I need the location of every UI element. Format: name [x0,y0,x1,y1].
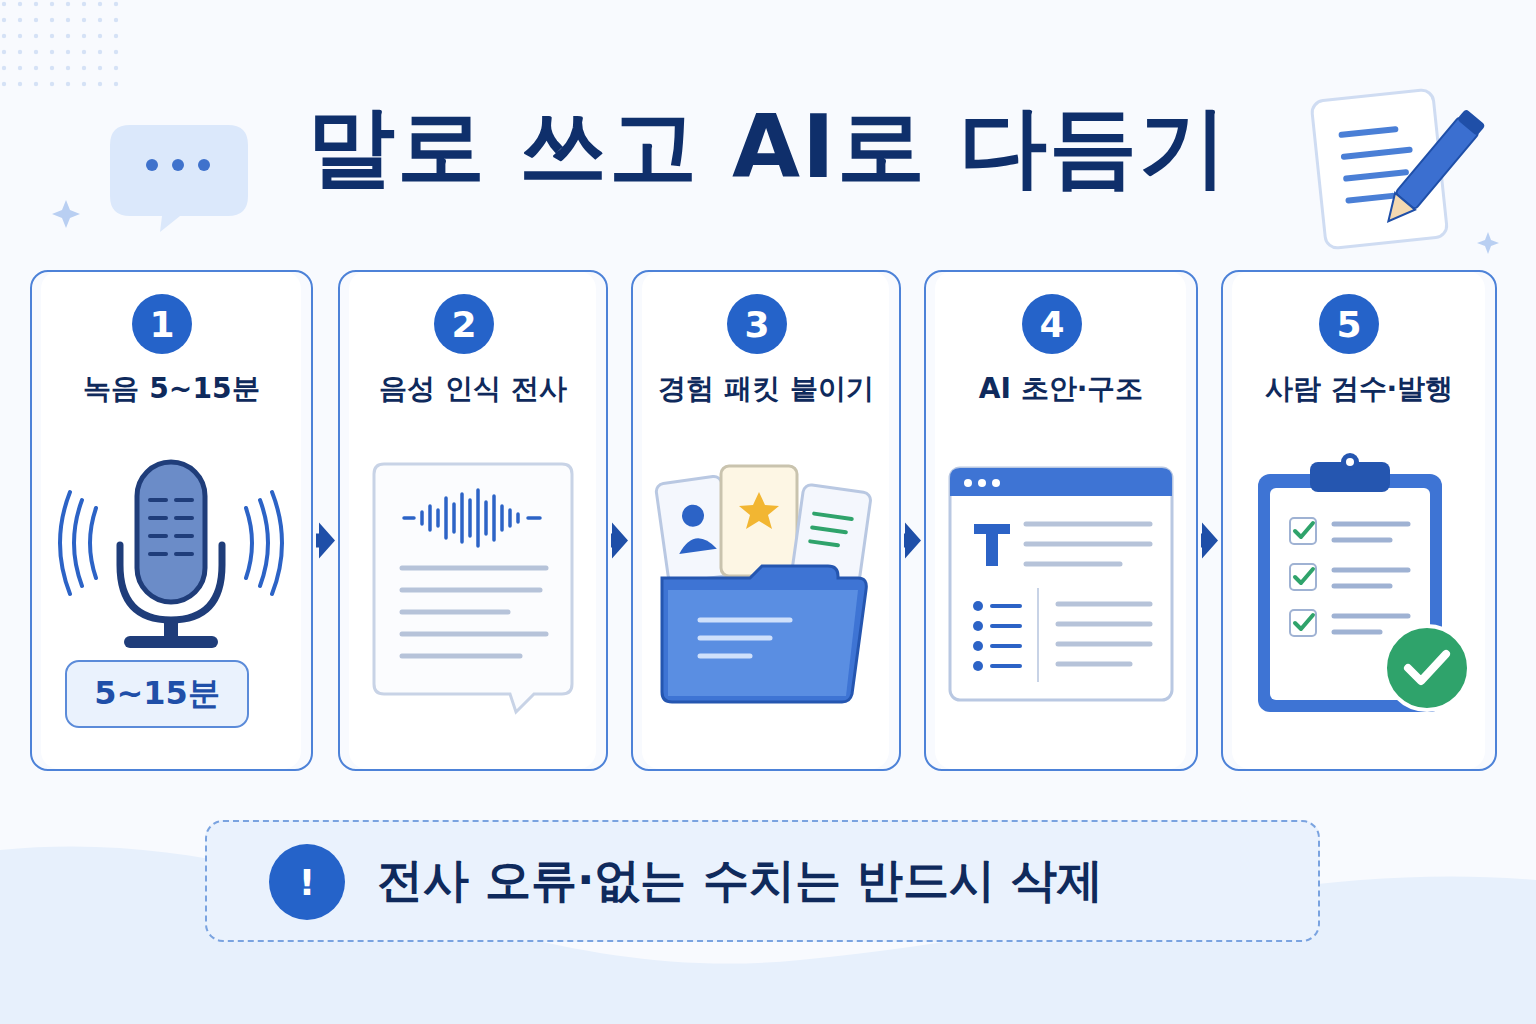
callout-number: ! [299,862,315,903]
callout-number: 1 [149,304,174,345]
step-number-circle: 2 [434,294,494,354]
callout-number: 4 [1039,304,1064,345]
step-number-circle: 5 [1319,294,1379,354]
step-number-circle: 1 [132,294,192,354]
step-number-circle: 3 [727,294,787,354]
step-box: 녹음 5~15분 1 5~15분 [30,270,313,771]
flow-arrow [316,523,335,559]
warning-band: 전사 오류·없는 수치는 반드시 삭제! [205,820,1320,942]
callout-number: 2 [451,304,476,345]
step-label: AI 초안·구조 [926,370,1196,408]
flow-arrow [904,523,921,559]
step-label: 경험 패킷 붙이기 [633,370,899,408]
callout-number: 3 [744,304,769,345]
step-label: 음성 인식 전사 [340,370,606,408]
flow-arrow [1201,523,1218,559]
duration-pill: 5~15분 [65,660,249,728]
step-label: 사람 검수·발행 [1223,370,1495,408]
step-label: 녹음 5~15분 [32,370,311,408]
step-label: 5~15분 [94,672,220,716]
step-box: AI 초안·구조 4 [924,270,1198,771]
title: 말로 쓰고 AI로 다듬기 [0,88,1536,207]
flow-arrow [611,523,628,559]
warning-text: 전사 오류·없는 수치는 반드시 삭제 [377,822,1103,940]
step-box: 사람 검수·발행 5 [1221,270,1497,771]
step-number-circle: 4 [1022,294,1082,354]
step-box: 음성 인식 전사 2 [338,270,608,771]
step-number-circle: ! [269,844,345,920]
step-box: 경험 패킷 붙이기 3 [631,270,901,771]
callout-number: 5 [1336,304,1361,345]
